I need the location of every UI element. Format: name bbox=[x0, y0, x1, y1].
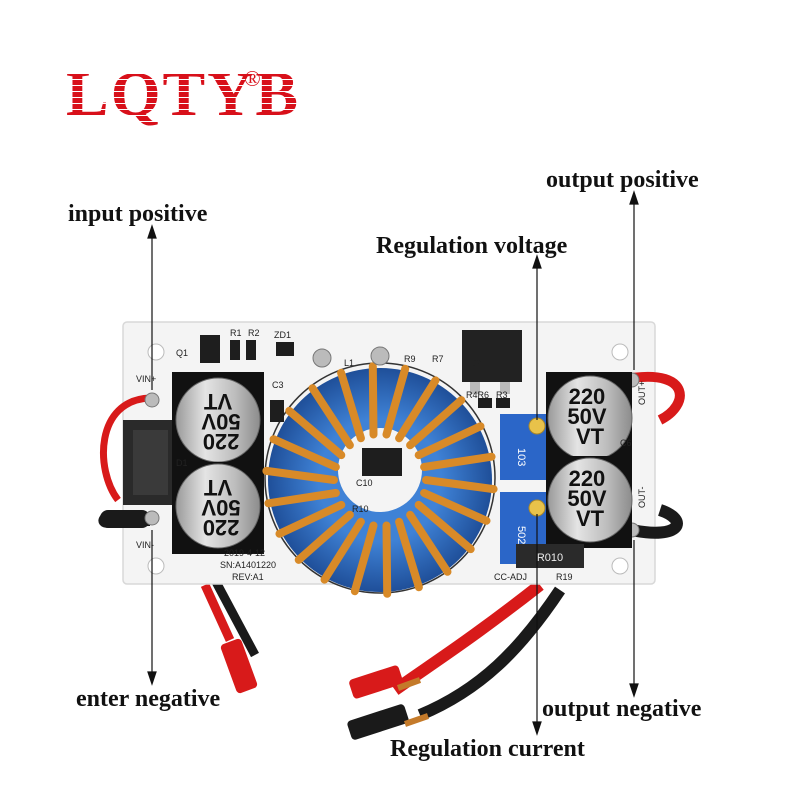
cap-value-text: 220 bbox=[203, 429, 240, 454]
callout-regulation-voltage: Regulation voltage bbox=[376, 233, 568, 259]
cap-series-text: VT bbox=[203, 389, 232, 414]
callout-output-positive: output positive bbox=[546, 167, 699, 193]
input-positive-wire bbox=[99, 394, 151, 503]
diode-d2 bbox=[462, 330, 522, 382]
cap-voltage-text: 50V bbox=[201, 409, 240, 434]
callout-input-positive: input positive bbox=[68, 201, 208, 227]
cap-voltage-text: 50V bbox=[567, 486, 606, 511]
silk-serial: SN:A1401220 bbox=[220, 560, 276, 570]
shunt-resistor bbox=[516, 544, 584, 568]
copper-winding bbox=[269, 435, 340, 471]
callout-output-negative: output negative bbox=[542, 696, 702, 722]
silk-vin-plus: VIN+ bbox=[136, 374, 156, 384]
brand-logo: LQTYB bbox=[66, 58, 301, 129]
copper-winding bbox=[308, 384, 354, 450]
silk-rev: REV:A1 bbox=[232, 572, 264, 582]
output-positive-wire bbox=[631, 371, 685, 425]
copper-winding bbox=[262, 466, 338, 484]
callout-enter-negative: enter negative bbox=[76, 686, 221, 712]
capacitor-input-top: 220 50V VT bbox=[172, 372, 264, 468]
copper-winding bbox=[285, 406, 346, 460]
silk-d2: D2 bbox=[470, 358, 482, 368]
copper-winding bbox=[422, 476, 498, 494]
silk-date: 2019-4-12 bbox=[224, 548, 265, 558]
silk-r1: R1 bbox=[230, 328, 242, 338]
copper-winding bbox=[395, 376, 440, 443]
callout-regulation-current: Regulation current bbox=[390, 736, 585, 762]
pot-bottom-code: 502 bbox=[515, 526, 527, 544]
cap-value-text: 220 bbox=[569, 384, 606, 409]
cap-voltage-text: 50V bbox=[201, 495, 240, 520]
copper-winding bbox=[420, 452, 496, 471]
copper-winding bbox=[414, 422, 485, 460]
silk-r4r6: R4R6 bbox=[466, 390, 489, 400]
copper-winding bbox=[414, 500, 475, 554]
svg-text:220 50V VT: 220 50V VT bbox=[567, 384, 612, 449]
svg-text:220 50V VT: 220 50V VT bbox=[195, 475, 240, 540]
capacitor-input-bottom: 220 50V VT bbox=[172, 462, 264, 554]
silk-out-minus: OUT- bbox=[637, 486, 647, 508]
capacitor-output-bottom: 220 50V VT bbox=[546, 456, 633, 548]
silk-zd1: ZD1 bbox=[274, 330, 291, 340]
copper-winding bbox=[395, 517, 423, 592]
registered-mark: ® bbox=[244, 66, 261, 91]
copper-winding bbox=[368, 362, 378, 439]
silk-r3: R3 bbox=[496, 390, 508, 400]
callout-arrows bbox=[147, 190, 639, 736]
copper-winding bbox=[294, 510, 354, 564]
copper-winding bbox=[275, 500, 346, 538]
silk-r7: R7 bbox=[432, 354, 444, 364]
bottom-leads bbox=[200, 577, 565, 740]
silk-c3: C3 bbox=[272, 380, 284, 390]
mounting-hole bbox=[147, 343, 165, 361]
copper-winding bbox=[382, 521, 392, 598]
mounting-hole bbox=[147, 557, 165, 575]
silk-cc-adj: CC-ADJ bbox=[494, 572, 527, 582]
cap-voltage-text: 50V bbox=[567, 404, 606, 429]
silk-l1: L1 bbox=[344, 358, 354, 368]
output-negative-wire bbox=[630, 504, 683, 539]
silkscreen-labels: VIN+ VIN- OUT+ OUT- R1 R2 ZD1 Q1 L1 R9 R… bbox=[136, 328, 647, 582]
capacitor-output-top: 220 50V VT bbox=[546, 372, 633, 464]
copper-winding bbox=[406, 510, 452, 576]
silk-out-plus: OUT+ bbox=[637, 381, 647, 405]
copper-winding bbox=[264, 489, 340, 508]
svg-text:220 50V VT: 220 50V VT bbox=[195, 389, 240, 454]
svg-text:220 50V VT: 220 50V VT bbox=[567, 466, 612, 531]
cap-series-text: VT bbox=[576, 506, 605, 531]
cap-value-text: 220 bbox=[569, 466, 606, 491]
copper-winding bbox=[382, 364, 410, 439]
silk-r9: R9 bbox=[404, 354, 416, 364]
copper-winding bbox=[337, 368, 365, 443]
silk-vin-minus: VIN- bbox=[136, 540, 154, 550]
silk-q1: Q1 bbox=[176, 348, 188, 358]
cap-series-text: VT bbox=[203, 475, 232, 500]
toroidal-inductor-l1 bbox=[262, 346, 498, 598]
silk-d1: D1 bbox=[176, 458, 188, 468]
pot-top-code: 103 bbox=[515, 448, 527, 466]
silk-r19: R19 bbox=[556, 572, 573, 582]
silk-c10: C10 bbox=[356, 478, 373, 488]
mounting-hole bbox=[611, 343, 629, 361]
silk-r10: R10 bbox=[352, 504, 369, 514]
mounting-hole bbox=[611, 557, 629, 575]
copper-winding bbox=[320, 517, 365, 584]
copper-winding bbox=[350, 521, 378, 596]
cap-value-text: 220 bbox=[203, 515, 240, 540]
silk-c6: C6 bbox=[620, 438, 632, 448]
voltage-potentiometer: 103 bbox=[500, 414, 548, 480]
shunt-label: R010 bbox=[537, 552, 563, 564]
copper-winding bbox=[406, 396, 466, 450]
silk-r2: R2 bbox=[248, 328, 260, 338]
copper-winding bbox=[420, 489, 491, 525]
cap-series-text: VT bbox=[576, 424, 605, 449]
